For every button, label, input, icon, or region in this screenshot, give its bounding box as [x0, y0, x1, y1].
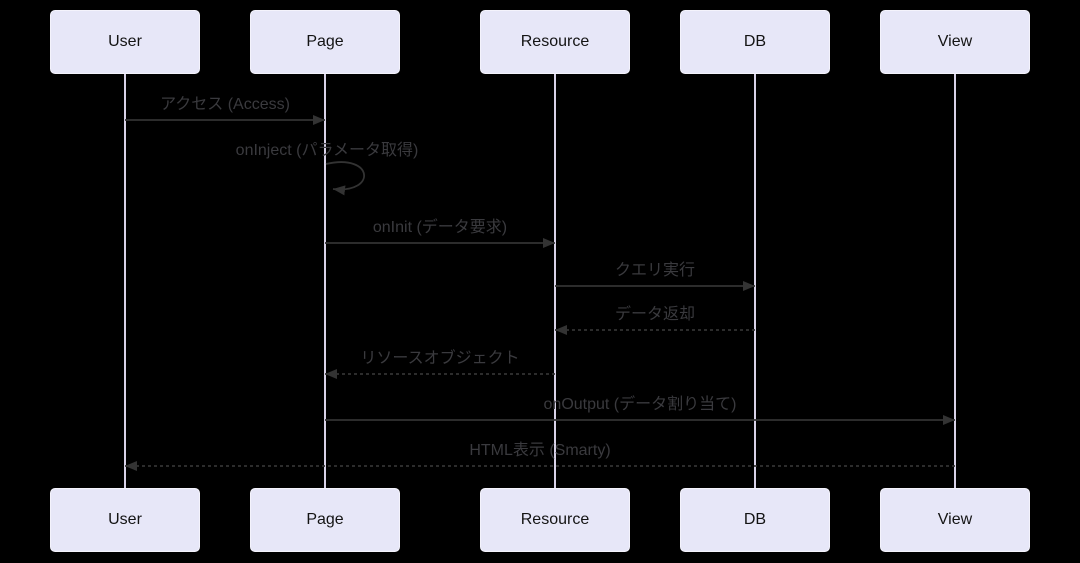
actor-view-top: View [880, 10, 1030, 74]
message-label-html-display: HTML表示 (Smarty) [469, 442, 611, 459]
message-arrow-oninject-selfloop [325, 161, 365, 196]
actor-db-top: DB [680, 10, 830, 74]
message-label-onoutput: onOutput (データ割り当て) [543, 396, 737, 413]
message-label-query: クエリ実行 [614, 262, 696, 279]
actor-page-bottom: Page [250, 488, 400, 552]
message-label-resource-object: リソースオブジェクト [360, 350, 520, 367]
actor-resource-bottom: Resource [480, 488, 630, 552]
actor-user-top: User [50, 10, 200, 74]
actor-user-bottom: User [50, 488, 200, 552]
message-label-data-return: データ返却 [614, 306, 696, 323]
actor-page-top: Page [250, 10, 400, 74]
actor-db-bottom: DB [680, 488, 830, 552]
message-label-oninit: onInit (データ要求) [372, 219, 508, 236]
message-label-oninject: onInject (パラメータ取得) [235, 142, 419, 159]
actor-view-bottom: View [880, 488, 1030, 552]
message-label-access: アクセス (Access) [160, 96, 290, 113]
actor-resource-top: Resource [480, 10, 630, 74]
